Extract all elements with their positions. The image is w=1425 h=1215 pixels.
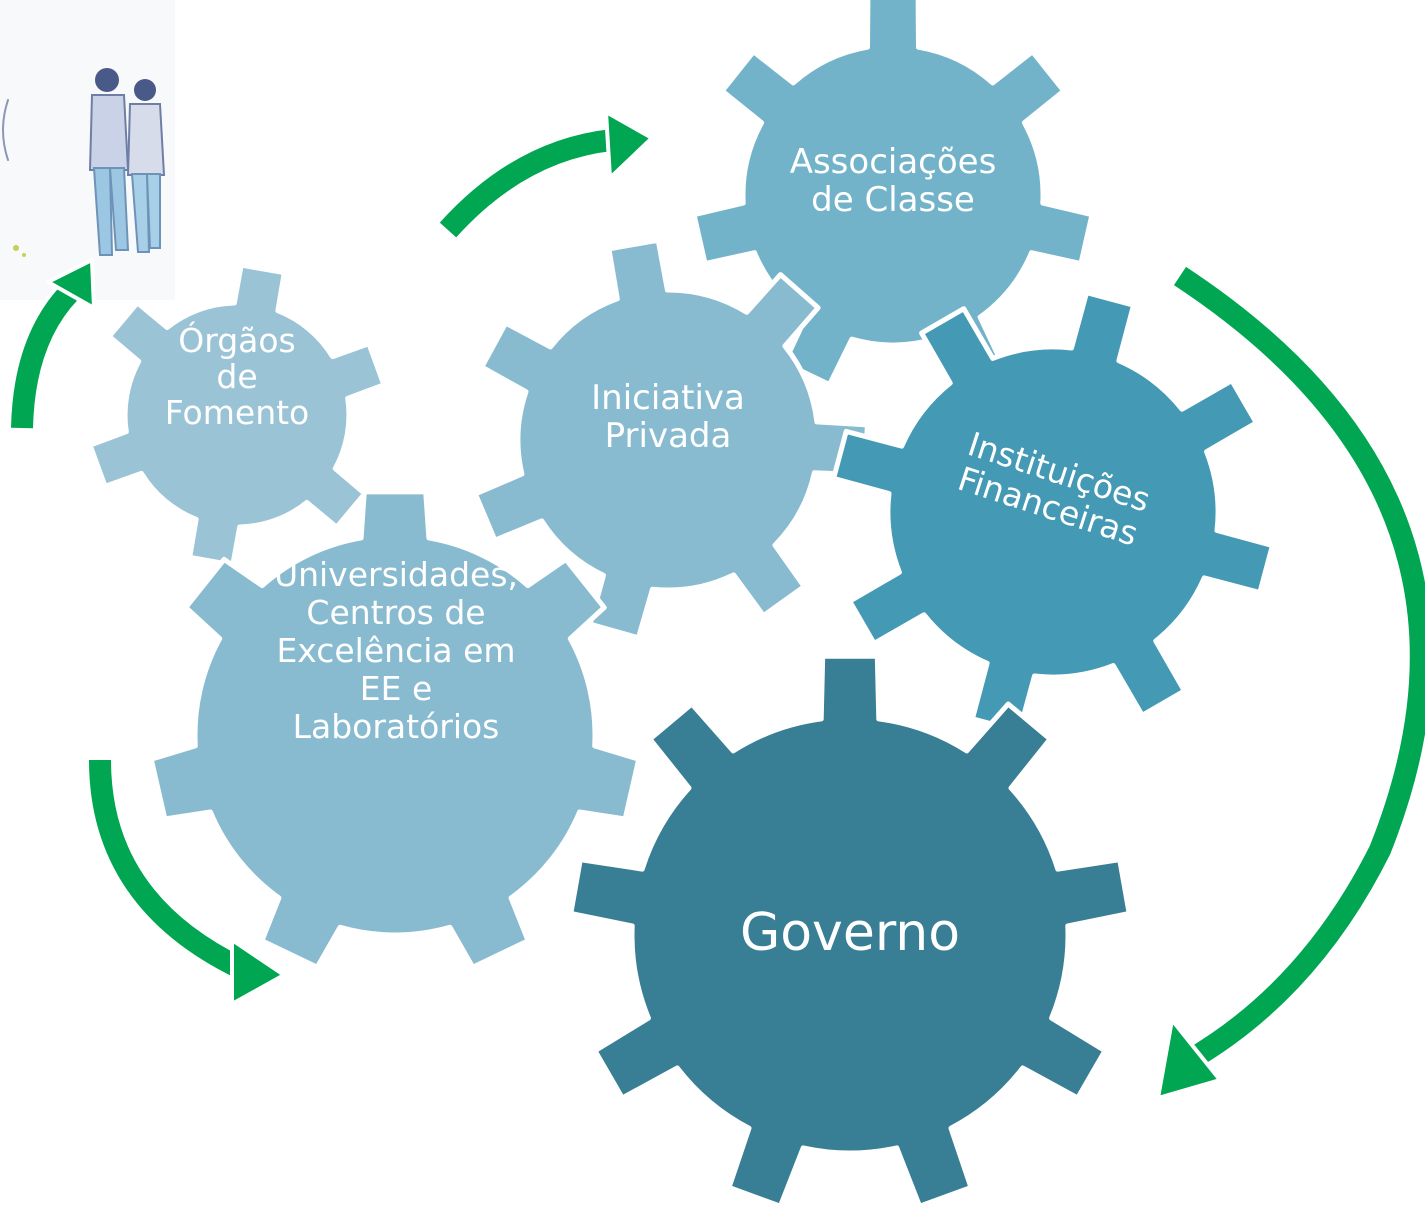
gear-label-line: de Classe — [811, 180, 975, 220]
gear-orgaos — [87, 262, 387, 568]
gear-shape-governo — [568, 653, 1132, 1209]
gear-instituicoes — [831, 290, 1275, 734]
gear-label-line: Excelência em — [276, 631, 515, 670]
gear-universidades — [148, 489, 642, 970]
gear-label-line: Associações — [790, 142, 997, 182]
walking-people-sketch-icon — [0, 0, 175, 300]
gear-shape-instituicoes — [831, 290, 1275, 734]
gear-shape-universidades — [148, 489, 642, 970]
gear-label-line: de — [216, 357, 257, 396]
flow-arrows — [7, 110, 1425, 1100]
gear-label-line: Governo — [740, 903, 960, 963]
arrow-left-up — [7, 258, 96, 429]
gear-label-line: Laboratórios — [293, 707, 500, 746]
gear-governo — [568, 653, 1132, 1209]
gear-shape-iniciativa — [472, 237, 870, 641]
gear-iniciativa — [472, 237, 870, 641]
gear-label-line: Órgãos — [178, 320, 296, 360]
arrow-top — [436, 110, 654, 241]
gear-label-line: Privada — [605, 416, 732, 456]
gear-label-line: Iniciativa — [591, 378, 745, 418]
gear-label-line: Fomento — [165, 393, 310, 432]
gear-label-line: Universidades, — [274, 555, 518, 594]
gear-label-line: Centros de — [306, 593, 485, 632]
gear-shape-orgaos — [87, 262, 387, 568]
gear-label-line: EE e — [360, 669, 433, 708]
gear-label-governo: Governo — [740, 903, 960, 963]
arrow-bottom-left — [85, 759, 286, 1006]
arrow-right — [1156, 263, 1425, 1100]
